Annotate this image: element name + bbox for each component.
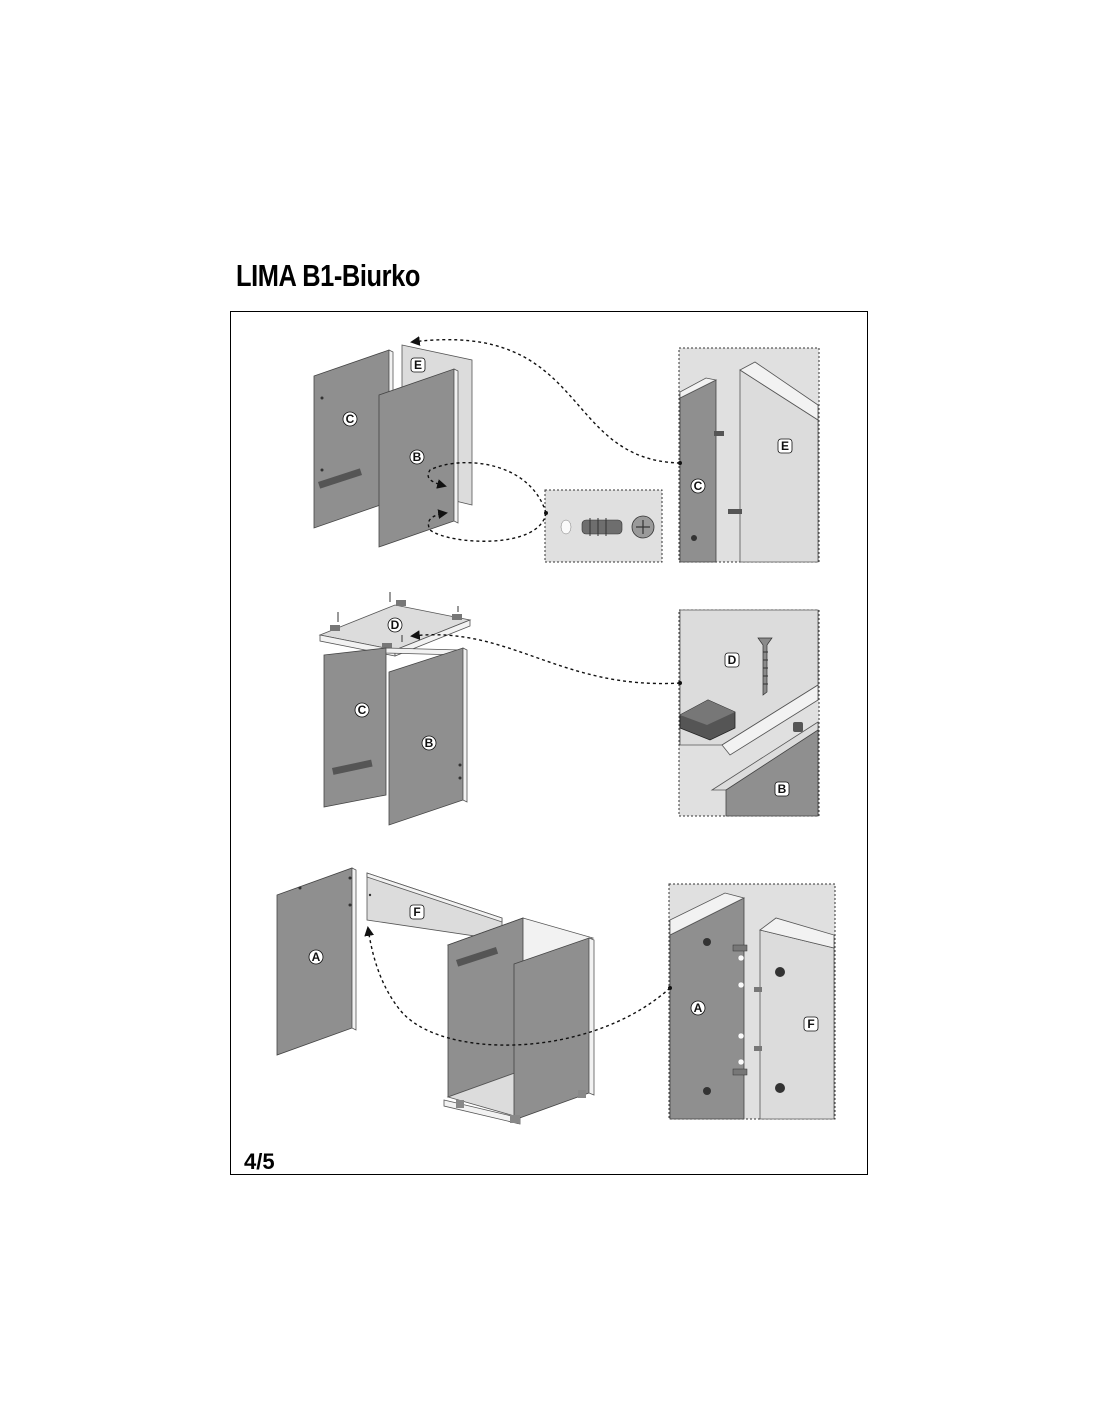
svg-text:B: B	[413, 450, 422, 464]
arrow-d-to-detail	[410, 630, 681, 685]
panel-a-step3: A	[276, 867, 357, 1056]
panel-c-step2: C	[323, 647, 461, 808]
label-c-step2: C	[354, 702, 370, 718]
svg-text:E: E	[414, 358, 422, 372]
arrow-a-to-detail	[364, 926, 671, 1046]
svg-text:E: E	[781, 439, 789, 453]
top-screw-detail: D B	[678, 609, 820, 817]
desk-carcass	[443, 917, 595, 1125]
svg-text:D: D	[391, 618, 400, 632]
svg-text:A: A	[312, 950, 321, 964]
label-d-step2: D	[387, 617, 403, 633]
instruction-frame	[230, 311, 868, 1175]
arrow-cam-loop-lower	[427, 509, 547, 542]
svg-text:C: C	[358, 703, 367, 717]
step-2: D C B	[318, 592, 820, 826]
corner-joint-detail-3: A F	[668, 883, 836, 1120]
label-b-step2: B	[421, 735, 437, 751]
svg-text:C: C	[694, 479, 703, 493]
panel-b-step2: B	[388, 647, 468, 826]
svg-text:B: B	[778, 782, 787, 796]
panel-b-step1: B	[378, 368, 459, 548]
label-f-step3: F	[409, 904, 425, 920]
panel-d-step2: D	[318, 592, 472, 657]
cam-bolt-icon	[581, 515, 655, 539]
label-d-detail: D	[724, 652, 740, 668]
label-a-detail: A	[690, 1000, 706, 1016]
label-b-step1: B	[409, 449, 425, 465]
document-title: LIMA B1-Biurko	[236, 258, 420, 293]
svg-text:F: F	[413, 905, 420, 919]
label-b-detail: B	[774, 781, 790, 797]
arrow-cam-loop-upper	[427, 461, 547, 514]
page-number: 4/5	[244, 1149, 275, 1174]
svg-text:B: B	[425, 736, 434, 750]
label-e-step1: E	[410, 357, 426, 373]
svg-text:F: F	[807, 1017, 814, 1031]
arrow-e-to-detail	[410, 336, 681, 464]
step-1: E C B	[313, 336, 820, 563]
panel-f-step3: F	[366, 872, 503, 941]
label-c-detail: C	[690, 478, 706, 494]
label-c-step1: C	[342, 411, 358, 427]
svg-text:A: A	[694, 1001, 703, 1015]
cam-fitting-detail	[544, 489, 663, 563]
corner-joint-detail-1: C E	[678, 347, 820, 563]
label-a-step3: A	[308, 949, 324, 965]
step-3: A F	[276, 867, 836, 1125]
screw-icon	[757, 637, 773, 696]
label-f-detail: F	[803, 1016, 819, 1032]
svg-text:C: C	[346, 412, 355, 426]
svg-text:D: D	[728, 653, 737, 667]
label-e-detail: E	[777, 438, 793, 454]
